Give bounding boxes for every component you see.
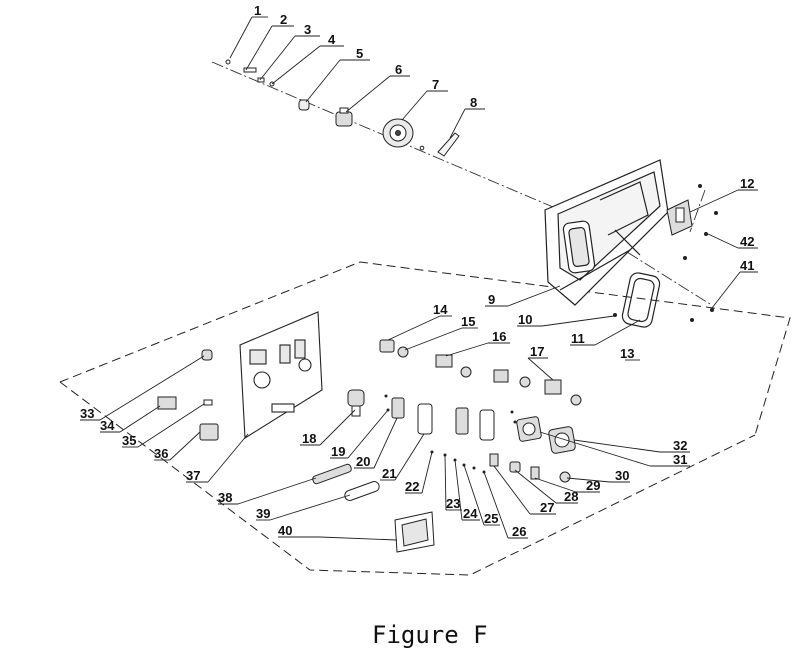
callout-16: 16 (492, 329, 506, 344)
part-15 (397, 346, 409, 358)
callout-14: 14 (433, 302, 448, 317)
callout-21: 21 (382, 466, 396, 481)
part-28 (509, 461, 521, 473)
part-27 (489, 453, 499, 467)
part-16 (435, 354, 453, 368)
part-5-nut (298, 99, 310, 111)
callout-27: 27 (540, 500, 554, 515)
callout-25: 25 (484, 511, 498, 526)
part-3-clip (257, 77, 265, 83)
callout-20: 20 (356, 454, 370, 469)
callout-11: 11 (571, 331, 585, 346)
callout-18: 18 (302, 431, 316, 446)
callout-38: 38 (218, 490, 232, 505)
part-34 (157, 396, 177, 410)
part-12-bracket (666, 199, 693, 236)
part-20 (391, 397, 405, 419)
callout-1: 1 (254, 3, 261, 18)
callout-33: 33 (80, 406, 94, 421)
part-9-main-frame (544, 159, 669, 306)
part-32-socket (548, 426, 576, 454)
part-11-gasket (621, 272, 661, 328)
callout-35: 35 (122, 433, 136, 448)
callout-28: 28 (564, 489, 578, 504)
callout-labels: 1 2 3 4 5 6 7 8 9 10 11 12 13 14 15 16 1… (80, 3, 754, 539)
part-6-switch (335, 107, 353, 127)
callout-4: 4 (328, 32, 336, 47)
left-parts (157, 349, 219, 441)
callout-39: 39 (256, 506, 270, 521)
callout-10: 10 (518, 312, 532, 327)
callout-15: 15 (461, 314, 475, 329)
middle-parts (312, 339, 582, 553)
part-small-screw (419, 145, 425, 151)
callout-30: 30 (615, 468, 629, 483)
callout-6: 6 (395, 62, 402, 77)
part-31-socket (516, 416, 542, 442)
callout-13: 13 (620, 346, 634, 361)
callout-29: 29 (586, 478, 600, 493)
callout-12: 12 (740, 176, 754, 191)
part-29 (530, 466, 540, 480)
part-35 (203, 399, 213, 406)
callout-32: 32 (673, 438, 687, 453)
part-14 (379, 339, 395, 353)
part-36 (199, 423, 219, 441)
callout-2: 2 (280, 12, 287, 27)
callout-34: 34 (100, 418, 115, 433)
callout-26: 26 (512, 524, 526, 539)
callout-9: 9 (488, 292, 495, 307)
part-7-knob (382, 118, 414, 148)
callout-17: 17 (530, 344, 544, 359)
leader-lines (80, 16, 758, 541)
callout-40: 40 (278, 523, 292, 538)
part-2-pin (243, 67, 257, 73)
part-18 (347, 389, 365, 417)
callout-24: 24 (463, 506, 478, 521)
callout-3: 3 (304, 22, 311, 37)
part-37-panel (239, 311, 323, 439)
part-38-fuse-holder (312, 463, 352, 485)
part-30 (559, 471, 571, 483)
part-21 (417, 403, 433, 435)
callout-5: 5 (356, 46, 363, 61)
callout-7: 7 (432, 77, 439, 92)
part-1-screw (225, 59, 231, 65)
figure-caption: Figure F (372, 621, 488, 649)
callout-23: 23 (446, 496, 460, 511)
callout-36: 36 (154, 446, 168, 461)
callout-8: 8 (470, 95, 477, 110)
callout-31: 31 (673, 452, 687, 467)
part-39-band (344, 481, 380, 501)
callout-37: 37 (186, 468, 200, 483)
callout-19: 19 (331, 444, 345, 459)
upper-parts (225, 59, 460, 157)
part-40-cover (394, 511, 435, 553)
callout-42: 42 (740, 234, 754, 249)
part-8-pointer (437, 132, 460, 157)
callout-41: 41 (740, 258, 754, 273)
part-17 (544, 379, 562, 395)
callout-22: 22 (405, 479, 419, 494)
frame-screws (613, 184, 718, 322)
part-33 (201, 349, 213, 361)
